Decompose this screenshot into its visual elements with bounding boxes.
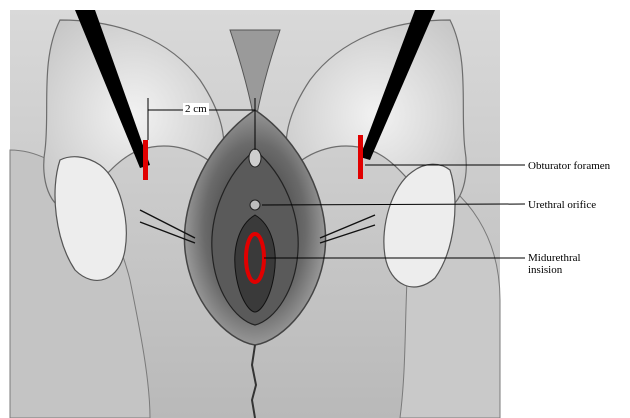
obturator-incision-right	[358, 135, 363, 179]
midurethral-incision-label: Midurethral insision	[528, 252, 598, 276]
urethral-orifice-label: Urethral orifice	[528, 199, 596, 211]
distance-label: 2 cm	[183, 103, 209, 115]
obturator-foramen-label: Obturator foramen	[528, 160, 610, 172]
clitoris	[249, 149, 261, 167]
urethral-orifice-marker	[250, 200, 260, 210]
obturator-incision-left	[143, 140, 148, 180]
